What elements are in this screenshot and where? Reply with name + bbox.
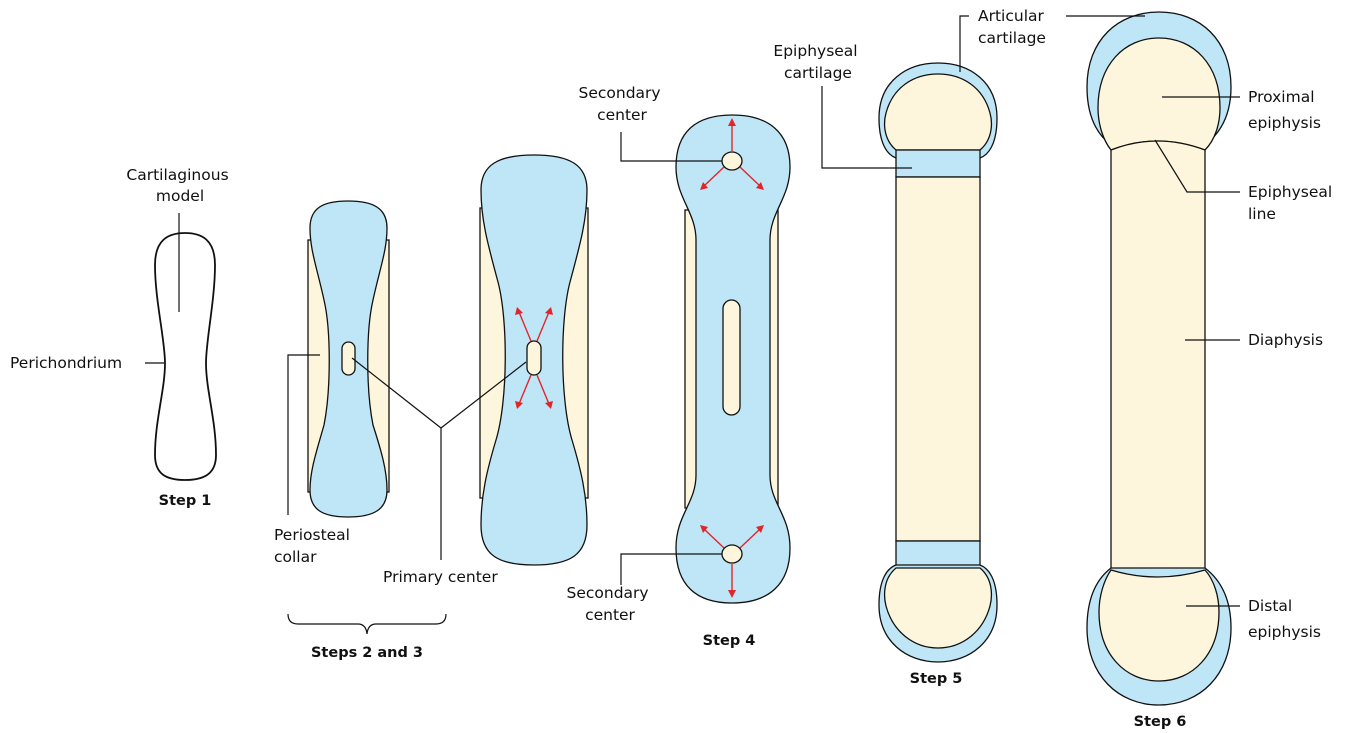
diaphysis-label: Diaphysis <box>1248 331 1323 349</box>
medullary-cavity-step4 <box>723 300 740 415</box>
steps23-brace <box>288 614 446 634</box>
epiphyseal-line-line1: Epiphyseal <box>1248 183 1332 201</box>
epiphyseal-line-line2: line <box>1248 205 1276 223</box>
steps23-caption: Steps 2 and 3 <box>311 645 423 661</box>
steps23-group: Periosteal collar Primary center Steps 2… <box>274 155 588 661</box>
secondary-center-top-line1: Secondary <box>578 84 660 102</box>
secondary-center-bottom-line1: Secondary <box>566 584 648 602</box>
step6-caption: Step 6 <box>1134 714 1187 730</box>
articular-cartilage-leader-step5 <box>960 16 969 72</box>
step1-group: Cartilaginous model Perichondrium Step 1 <box>10 166 234 509</box>
periosteal-collar-line2: collar <box>274 548 317 566</box>
epiphyseal-cartilage-bottom-step5 <box>896 541 980 568</box>
periosteal-collar-label: Periosteal collar <box>274 526 355 566</box>
proximal-epiphysis-line1: Proximal <box>1248 88 1315 106</box>
secondary-center-top-line2: center <box>597 106 647 124</box>
cartilaginous-model-line1: Cartilaginous <box>126 166 228 184</box>
step4-caption: Step 4 <box>703 633 756 649</box>
distal-epiphysis-line1: Distal <box>1248 597 1292 615</box>
step1-caption: Step 1 <box>159 493 212 509</box>
primary-center-step3 <box>527 341 541 375</box>
secondary-center-top-shape <box>722 152 742 170</box>
epiphyseal-cartilage-label: Epiphyseal cartilage <box>773 42 862 82</box>
articular-cartilage-line2: cartilage <box>978 29 1046 47</box>
perichondrium-label: Perichondrium <box>10 354 122 372</box>
diaphysis-step5 <box>896 177 980 541</box>
step4-group: Secondary center Secondary center Step 4 <box>566 84 790 649</box>
diaphysis-step6 <box>1111 141 1205 577</box>
periosteal-collar-line1: Periosteal <box>274 526 350 544</box>
secondary-center-top-label: Secondary center <box>578 84 665 124</box>
cartilaginous-model-label: Cartilaginous model <box>126 166 233 205</box>
cartilaginous-model-shape <box>155 233 216 480</box>
articular-cartilage-line1: Articular <box>978 7 1045 25</box>
epiphyseal-cartilage-line1: Epiphyseal <box>773 42 857 60</box>
epiphyseal-cartilage-top-step5 <box>896 150 980 177</box>
distal-epiphysis-line2: epiphysis <box>1248 623 1321 641</box>
step6-group: Articular cartilage Proximal epiphysis E… <box>978 7 1337 730</box>
cartilaginous-model-line2: model <box>156 187 204 205</box>
secondary-center-bottom-shape <box>722 545 742 563</box>
step5-caption: Step 5 <box>910 671 963 687</box>
epiphyseal-cartilage-line2: cartilage <box>784 64 852 82</box>
secondary-center-bottom-label: Secondary center <box>566 584 653 624</box>
proximal-epiphysis-label: Proximal epiphysis <box>1248 88 1321 132</box>
articular-cartilage-label: Articular cartilage <box>978 7 1049 47</box>
proximal-epiphysis-line2: epiphysis <box>1248 114 1321 132</box>
step5-group: Epiphyseal cartilage Step 5 <box>773 16 997 687</box>
primary-center-label: Primary center <box>383 568 498 586</box>
secondary-center-bottom-line2: center <box>585 606 635 624</box>
epiphyseal-line-label: Epiphyseal line <box>1248 183 1337 223</box>
distal-epiphysis-label: Distal epiphysis <box>1248 597 1321 641</box>
